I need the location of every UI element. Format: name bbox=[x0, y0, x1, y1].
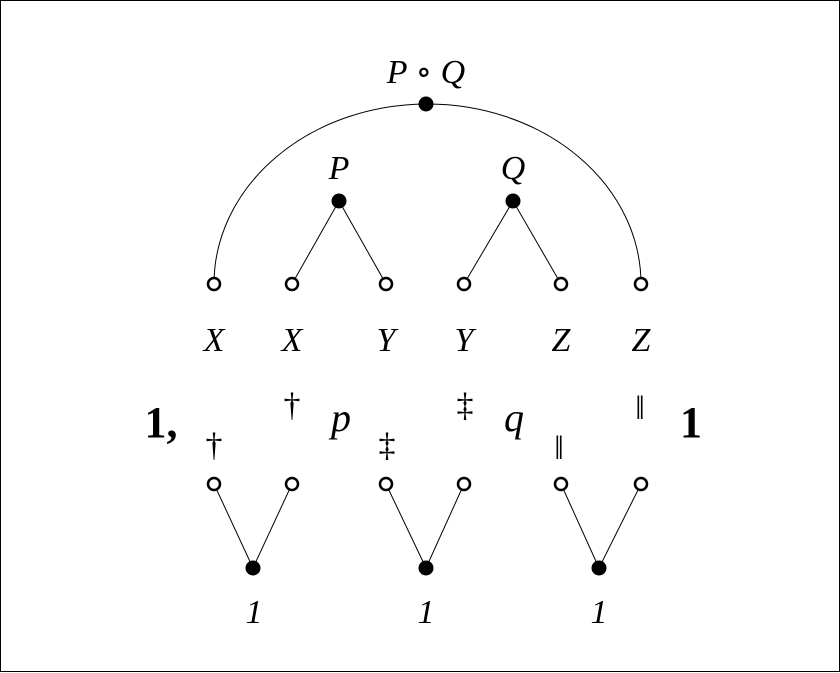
edge-unit1-left bbox=[213, 483, 254, 569]
port-bottom-3 bbox=[378, 476, 394, 492]
node-p-compose-q bbox=[418, 96, 434, 112]
port-top-2 bbox=[284, 276, 300, 292]
node-unit-1 bbox=[245, 560, 261, 576]
port-bottom-4 bbox=[456, 476, 472, 492]
edge-q-right bbox=[512, 200, 562, 285]
port-top-1 bbox=[206, 276, 222, 292]
edge-unit1-right bbox=[252, 483, 293, 569]
edge-unit3-right bbox=[598, 483, 642, 569]
outer-arc bbox=[213, 103, 642, 285]
label-top-3: Y bbox=[377, 322, 399, 359]
label-top-4: Y bbox=[455, 322, 477, 359]
port-top-6 bbox=[633, 276, 649, 292]
edge-unit2-right bbox=[425, 483, 465, 569]
edge-unit2-left bbox=[385, 483, 427, 569]
node-unit-2 bbox=[418, 560, 434, 576]
edge-q-left bbox=[463, 200, 514, 285]
port-bottom-1 bbox=[206, 476, 222, 492]
dagger-high: † bbox=[284, 387, 301, 424]
label-p: P bbox=[328, 150, 350, 187]
port-top-4 bbox=[456, 276, 472, 292]
label-top-6: Z bbox=[632, 322, 652, 359]
label-unit-1: 1 bbox=[246, 594, 263, 631]
port-bottom-5 bbox=[553, 476, 569, 492]
parallel-high: ‖ bbox=[635, 390, 645, 427]
unit-right: 1 bbox=[680, 398, 702, 447]
node-q bbox=[505, 193, 521, 209]
edge-unit3-left bbox=[560, 483, 600, 569]
edge-p-left bbox=[291, 200, 340, 285]
label-q: Q bbox=[501, 150, 526, 187]
label-p-compose-q: P ∘ Q bbox=[386, 54, 465, 91]
unit-left: 1, bbox=[145, 398, 178, 447]
label-top-2: X bbox=[280, 322, 304, 359]
ddagger-low: ‡ bbox=[379, 427, 396, 464]
node-p bbox=[331, 193, 347, 209]
morphism-q: q bbox=[504, 395, 524, 440]
edge-p-right bbox=[338, 200, 387, 285]
label-unit-3: 1 bbox=[591, 594, 608, 631]
parallel-low: ‖ bbox=[554, 430, 564, 467]
label-unit-2: 1 bbox=[418, 594, 435, 631]
node-unit-3 bbox=[591, 560, 607, 576]
port-bottom-2 bbox=[284, 476, 300, 492]
morphism-p: p bbox=[328, 395, 351, 440]
port-top-5 bbox=[553, 276, 569, 292]
port-bottom-6 bbox=[633, 476, 649, 492]
port-top-3 bbox=[378, 276, 394, 292]
label-top-1: X bbox=[202, 322, 226, 359]
ddagger-high: ‡ bbox=[457, 387, 474, 424]
label-top-5: Z bbox=[552, 322, 572, 359]
dagger-low: † bbox=[206, 427, 223, 464]
